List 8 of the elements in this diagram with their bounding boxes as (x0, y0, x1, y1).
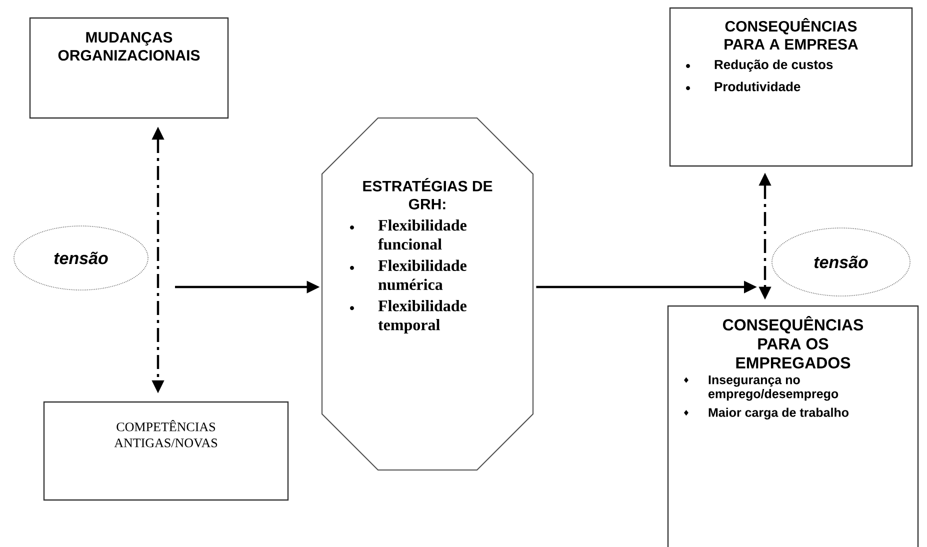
node-label: CONSEQUÊNCIAS PARA OS EMPREGADOS (722, 316, 864, 368)
node-label: Maior carga de trabalho (708, 408, 849, 420)
strategy-octagon: ESTRATÉGIAS DE GRH: Flexibilidade funcional Flexibilidade numérica Flexibilidade temporal (322, 118, 534, 470)
node-label: Insegurança no emprego/desemprego (708, 376, 838, 401)
process-box: CONSEQUÊNCIAS PARA A EMPRESA Redução de custos Produtividade (669, 7, 913, 167)
process-box: CONSEQUÊNCIAS PARA OS EMPREGADOS Insegurança no emprego/desemprego Maior carga de trabalho (667, 305, 919, 547)
process-box: MUDANÇAS ORGANIZACIONAIS (29, 17, 229, 119)
process-box: COMPETÊNCIAS ANTIGAS/NOVAS (43, 401, 289, 501)
